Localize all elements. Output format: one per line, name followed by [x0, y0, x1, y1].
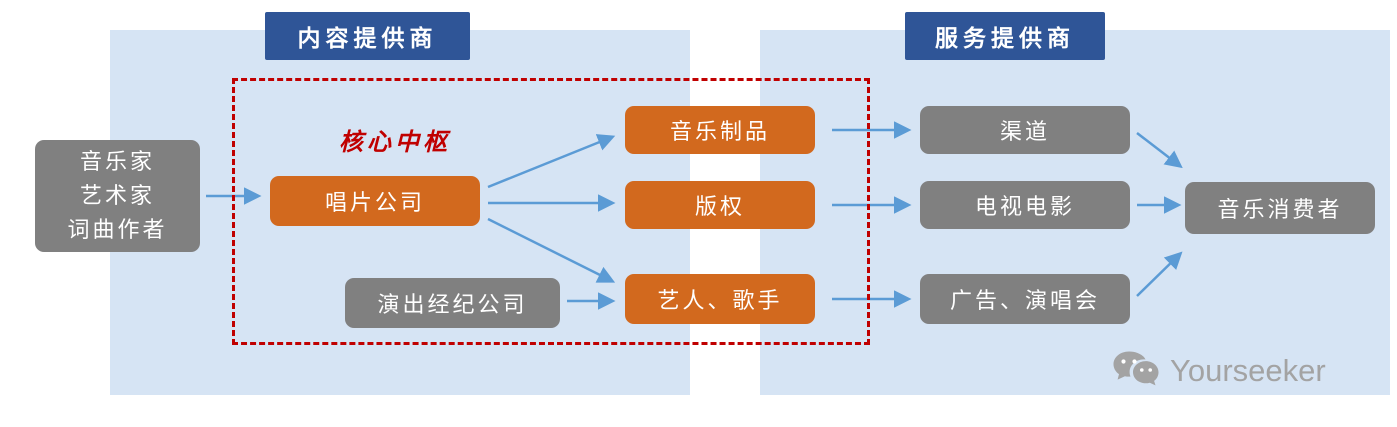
- service-provider-header: 服务提供商: [905, 12, 1105, 60]
- node-artists-singers: 艺人、歌手: [625, 274, 815, 324]
- core-hub-dashed-border: [232, 78, 870, 345]
- node-ads-concerts: 广告、演唱会: [920, 274, 1130, 324]
- node-channels: 渠道: [920, 106, 1130, 154]
- creators-line-songwriter: 词曲作者: [67, 217, 168, 243]
- node-performance-agency: 演出经纪公司: [345, 278, 560, 328]
- creators-line-artist: 艺术家: [79, 182, 155, 208]
- content-provider-header: 内容提供商: [265, 12, 470, 60]
- node-copyright: 版权: [625, 181, 815, 229]
- watermark-text: Yourseeker: [1170, 353, 1326, 388]
- wechat-icon: [1112, 350, 1160, 392]
- creators-line-musician: 音乐家: [79, 148, 155, 174]
- node-record-company: 唱片公司: [270, 176, 480, 226]
- node-creators: 音乐家 艺术家 词曲作者: [35, 140, 200, 252]
- watermark: Yourseeker: [1112, 350, 1326, 392]
- node-tv-movies: 电视电影: [920, 181, 1130, 229]
- node-music-consumers: 音乐消费者: [1185, 182, 1375, 234]
- core-hub-label: 核心中枢: [339, 129, 451, 156]
- node-music-products: 音乐制品: [625, 106, 815, 154]
